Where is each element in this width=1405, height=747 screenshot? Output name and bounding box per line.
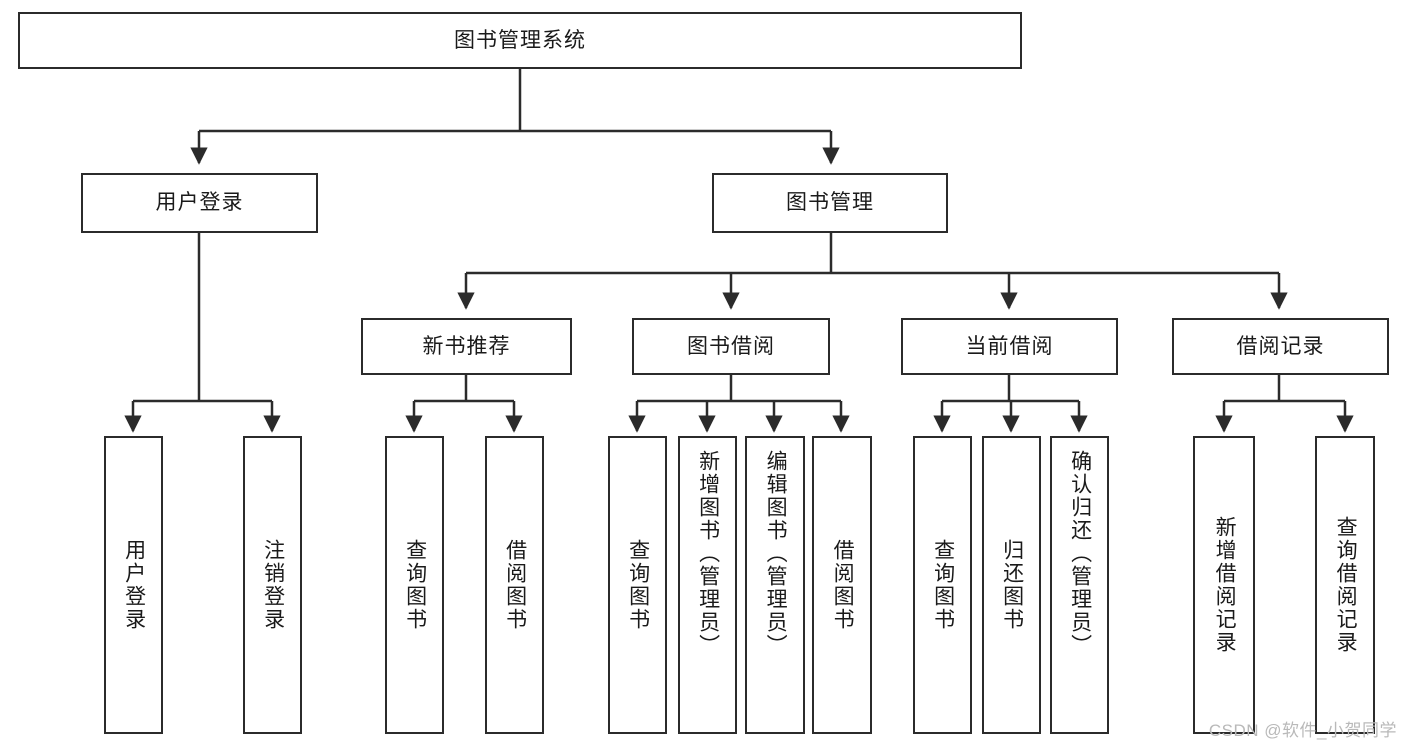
watermark-text: CSDN @软件_小贺同学 — [1208, 721, 1397, 740]
leaf-new-book-borrow[interactable]: 借阅图书 — [485, 436, 544, 734]
node-book-borrow[interactable]: 图书借阅 — [632, 318, 830, 375]
leaf-borrow-add-book-admin[interactable]: 新增图书（管理员） — [678, 436, 737, 734]
node-book-management[interactable]: 图书管理 — [712, 173, 948, 233]
node-current-borrow[interactable]: 当前借阅 — [901, 318, 1118, 375]
leaf-user-login-login[interactable]: 用户登录 — [104, 436, 163, 734]
leaf-borrow-query-book[interactable]: 查询图书 — [608, 436, 667, 734]
leaf-records-query-record[interactable]: 查询借阅记录 — [1315, 436, 1375, 734]
leaf-records-add-record[interactable]: 新增借阅记录 — [1193, 436, 1255, 734]
leaf-borrow-edit-book-admin[interactable]: 编辑图书（管理员） — [745, 436, 805, 734]
leaf-current-confirm-return-admin[interactable]: 确认归还（管理员） — [1050, 436, 1109, 734]
node-borrow-records[interactable]: 借阅记录 — [1172, 318, 1389, 375]
leaf-current-query-book[interactable]: 查询图书 — [913, 436, 972, 734]
node-root-system[interactable]: 图书管理系统 — [18, 12, 1022, 69]
node-new-book-recommend[interactable]: 新书推荐 — [361, 318, 572, 375]
leaf-user-login-logout[interactable]: 注销登录 — [243, 436, 302, 734]
leaf-new-book-query[interactable]: 查询图书 — [385, 436, 444, 734]
leaf-current-return-book[interactable]: 归还图书 — [982, 436, 1041, 734]
leaf-borrow-borrow-book[interactable]: 借阅图书 — [812, 436, 872, 734]
node-user-login[interactable]: 用户登录 — [81, 173, 318, 233]
